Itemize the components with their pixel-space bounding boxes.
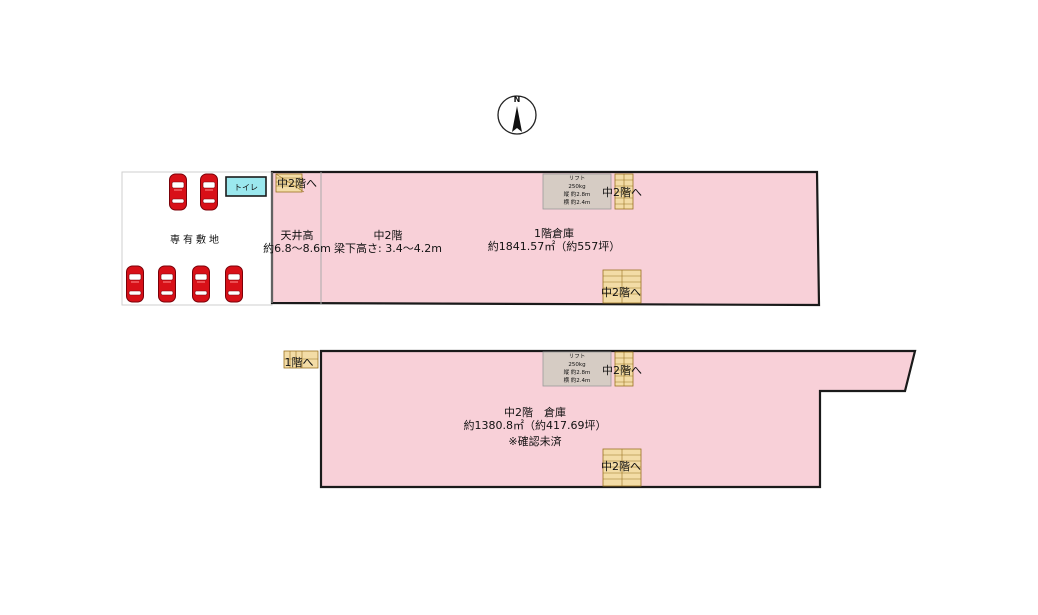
car-icon xyxy=(126,265,144,303)
stairs-icon xyxy=(283,350,319,369)
stairs-to-mezz-label: 中2階へ xyxy=(602,185,642,199)
ceiling-height-value: 約6.8～8.6m xyxy=(263,241,331,255)
floor1-plan: 専有敷地 トイレ 中2階へ リフト 250kg 縦 約2.8m 横 約2.4m xyxy=(121,170,821,307)
lift-title: リフト xyxy=(569,353,586,360)
stairs-to-mezz-label: 中2階へ xyxy=(602,363,642,377)
mezz-area-subtitle: 梁下高さ: 3.4～4.2m xyxy=(334,241,442,255)
stairs-icon xyxy=(275,173,305,193)
stairs-icon xyxy=(602,448,642,487)
lift-capacity: 250kg xyxy=(568,362,585,368)
car-icon xyxy=(158,265,176,303)
stairs-icon xyxy=(614,351,634,387)
stairs-to-1f-label: 1階へ xyxy=(285,355,314,369)
floor1-warehouse-title: 1階倉庫 xyxy=(534,226,574,240)
floor2-warehouse-note: ※確認未済 xyxy=(508,434,561,448)
stairs-to-mezz-label: 中2階へ xyxy=(277,176,317,190)
car-icon xyxy=(192,265,210,303)
lift-title: リフト xyxy=(569,175,586,182)
stairs-to-mezz-label: 中2階へ xyxy=(601,459,641,473)
lift-capacity: 250kg xyxy=(568,184,585,190)
parking-label: 専有敷地 xyxy=(170,233,222,246)
stairs-to-mezz-label: 中2階へ xyxy=(601,285,641,299)
floor2-warehouse-area xyxy=(319,349,917,489)
lift-depth: 縦 約2.8m xyxy=(564,368,591,376)
toilet-room xyxy=(225,176,267,197)
lift-room xyxy=(542,173,612,210)
floor2-warehouse-title: 中2階 倉庫 xyxy=(504,405,566,419)
car-icon xyxy=(225,265,243,303)
car-icon xyxy=(200,173,218,211)
floor1-warehouse-area-text: 約1841.57㎡（約557坪） xyxy=(488,239,620,253)
north-arrow-icon: N xyxy=(497,95,537,135)
mezz-area-title: 中2階 xyxy=(374,228,403,242)
north-label: N xyxy=(514,95,521,104)
ceiling-height-title: 天井高 xyxy=(281,228,314,242)
lift-depth: 縦 約2.8m xyxy=(564,190,591,198)
toilet-label: トイレ xyxy=(234,183,258,192)
floor2-warehouse-area-text: 約1380.8㎡（約417.69坪） xyxy=(464,418,607,432)
floor2-plan: 1階へ リフト 250kg 縦 約2.8m 横 約2.4m 中2階へ xyxy=(283,349,917,489)
car-icon xyxy=(169,173,187,211)
stairs-icon xyxy=(602,269,642,304)
lift-room xyxy=(542,351,612,387)
stairs-icon xyxy=(614,173,634,210)
lift-width: 横 約2.4m xyxy=(564,376,591,384)
lift-width: 横 約2.4m xyxy=(564,198,591,206)
